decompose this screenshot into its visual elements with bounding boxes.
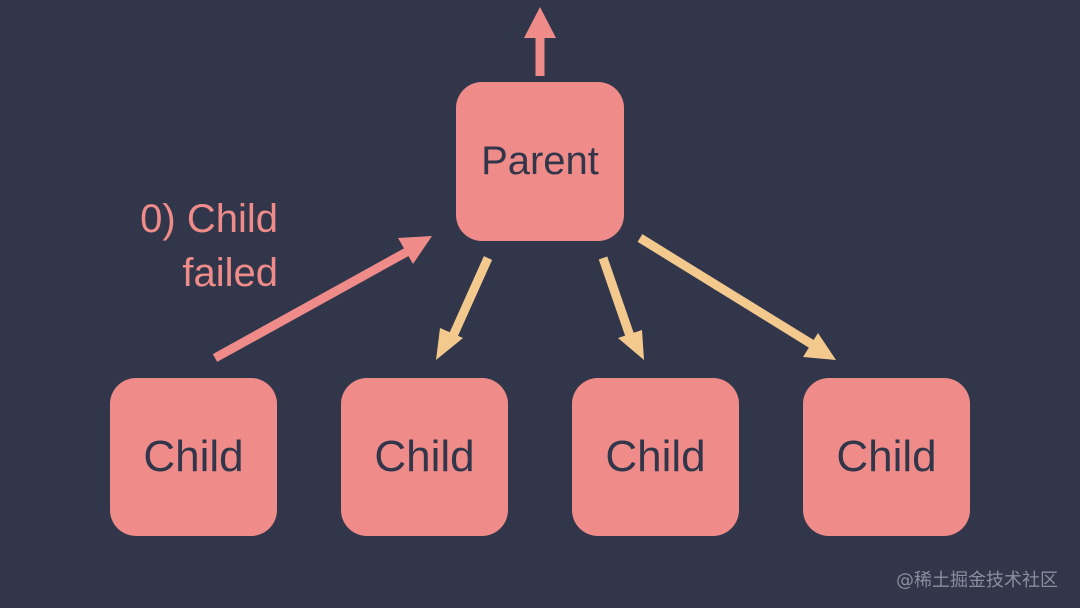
failure-arrow [212,236,432,362]
child-failed-label: 0) Child failed [140,197,278,295]
signal-arrow-child-2 [436,256,493,360]
child-label: Child [143,432,244,481]
parent-label: Parent [481,139,599,183]
child-node: Child [341,378,508,536]
child-node: Child [110,378,277,536]
signal-arrow-child-3 [598,256,644,360]
parent-node: Parent [456,82,624,241]
escalate-arrow [524,7,556,76]
watermark: @稀土掘金技术社区 [896,570,1058,591]
child-label: Child [836,432,937,481]
child-label: Child [374,432,475,481]
child-node: Child [572,378,739,536]
child-label: Child [605,432,706,481]
signal-arrow-child-4 [637,234,836,360]
child-node: Child [803,378,970,536]
